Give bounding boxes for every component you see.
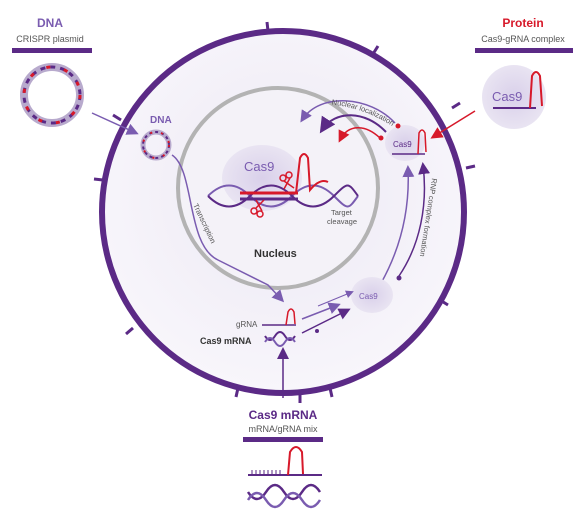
- panel-dna-title: DNA: [37, 16, 63, 30]
- panel-mrna-strand: [246, 483, 322, 509]
- dna-cell-label: DNA: [150, 115, 172, 126]
- nucleus-label: Nucleus: [254, 248, 297, 260]
- panel-protein-grna: [529, 71, 543, 109]
- red-dot-1: [378, 135, 384, 141]
- grna-hairpin-nucleus: [295, 153, 329, 194]
- cas9-nucleus-label: Cas9: [244, 159, 274, 174]
- cas9-protein-blob: [482, 65, 546, 129]
- grna-cytoplasm: gRNA: [236, 308, 296, 329]
- plasmid-in-cytoplasm: DNA: [140, 115, 172, 161]
- arrow-rnp-formation-inner: [379, 165, 415, 286]
- panel-mrna: Cas9 mRNA mRNA/gRNA mix: [243, 408, 323, 509]
- panel-protein: Protein Cas9-gRNA complex Cas9: [475, 16, 573, 129]
- arrow-transcription: [171, 154, 285, 303]
- arrow-dna-entry: [91, 112, 139, 135]
- arrow-protein-entry: [430, 110, 476, 139]
- arrow-rnp-formation-outer: [398, 162, 431, 277]
- purple-dot-rnp: [396, 275, 402, 281]
- panel-protein-bar: [475, 48, 573, 53]
- panel-protein-subtitle: Cas9-gRNA complex: [481, 34, 565, 44]
- arrow-translation: [317, 290, 354, 307]
- red-dot-2: [395, 123, 401, 129]
- cas9-mrna-label: Cas9 mRNA: [200, 336, 252, 346]
- cas9-cytoplasm-label: Cas9: [359, 292, 378, 301]
- rnp-complex-top: Cas9: [385, 125, 427, 161]
- arrow-nuclear-localization-inner: [338, 127, 381, 143]
- arrow-mrna-to-cas9: [301, 308, 351, 334]
- cas9-mrna-cytoplasm: Cas9 mRNA: [200, 331, 296, 347]
- purple-dot-mrna: [315, 329, 319, 333]
- grna-label: gRNA: [236, 320, 258, 329]
- panel-protein-title: Protein: [502, 16, 543, 30]
- arrow-nuclear-localization-mid: [319, 114, 387, 134]
- cas9-protein-cytoplasm: [351, 277, 393, 313]
- plasmid-icon: [20, 63, 84, 127]
- nucleus: Cas9 Target cleavage Nucleus: [176, 86, 380, 290]
- panel-mrna-subtitle: mRNA/gRNA mix: [248, 424, 318, 434]
- panel-mrna-title: Cas9 mRNA: [249, 408, 318, 422]
- target-cleavage-line1: Target: [331, 208, 353, 217]
- panel-mrna-bar: [243, 437, 323, 442]
- panel-dna: DNA CRISPR plasmid: [12, 16, 92, 127]
- target-cleavage-line2: cleavage: [327, 217, 357, 226]
- arrow-nuclear-localization-outer: [300, 100, 396, 124]
- rnp-top-cas9: Cas9: [393, 140, 412, 149]
- panel-protein-cas9: Cas9: [492, 89, 522, 104]
- genomic-dna-helix: [207, 184, 359, 208]
- membrane-spikes: [93, 21, 476, 403]
- arrow-grna-to-rnp: [301, 302, 341, 320]
- panel-mrna-grna: [248, 446, 322, 476]
- panel-dna-bar: [12, 48, 92, 53]
- panel-dna-subtitle: CRISPR plasmid: [16, 34, 84, 44]
- scissors-icon: [250, 171, 295, 218]
